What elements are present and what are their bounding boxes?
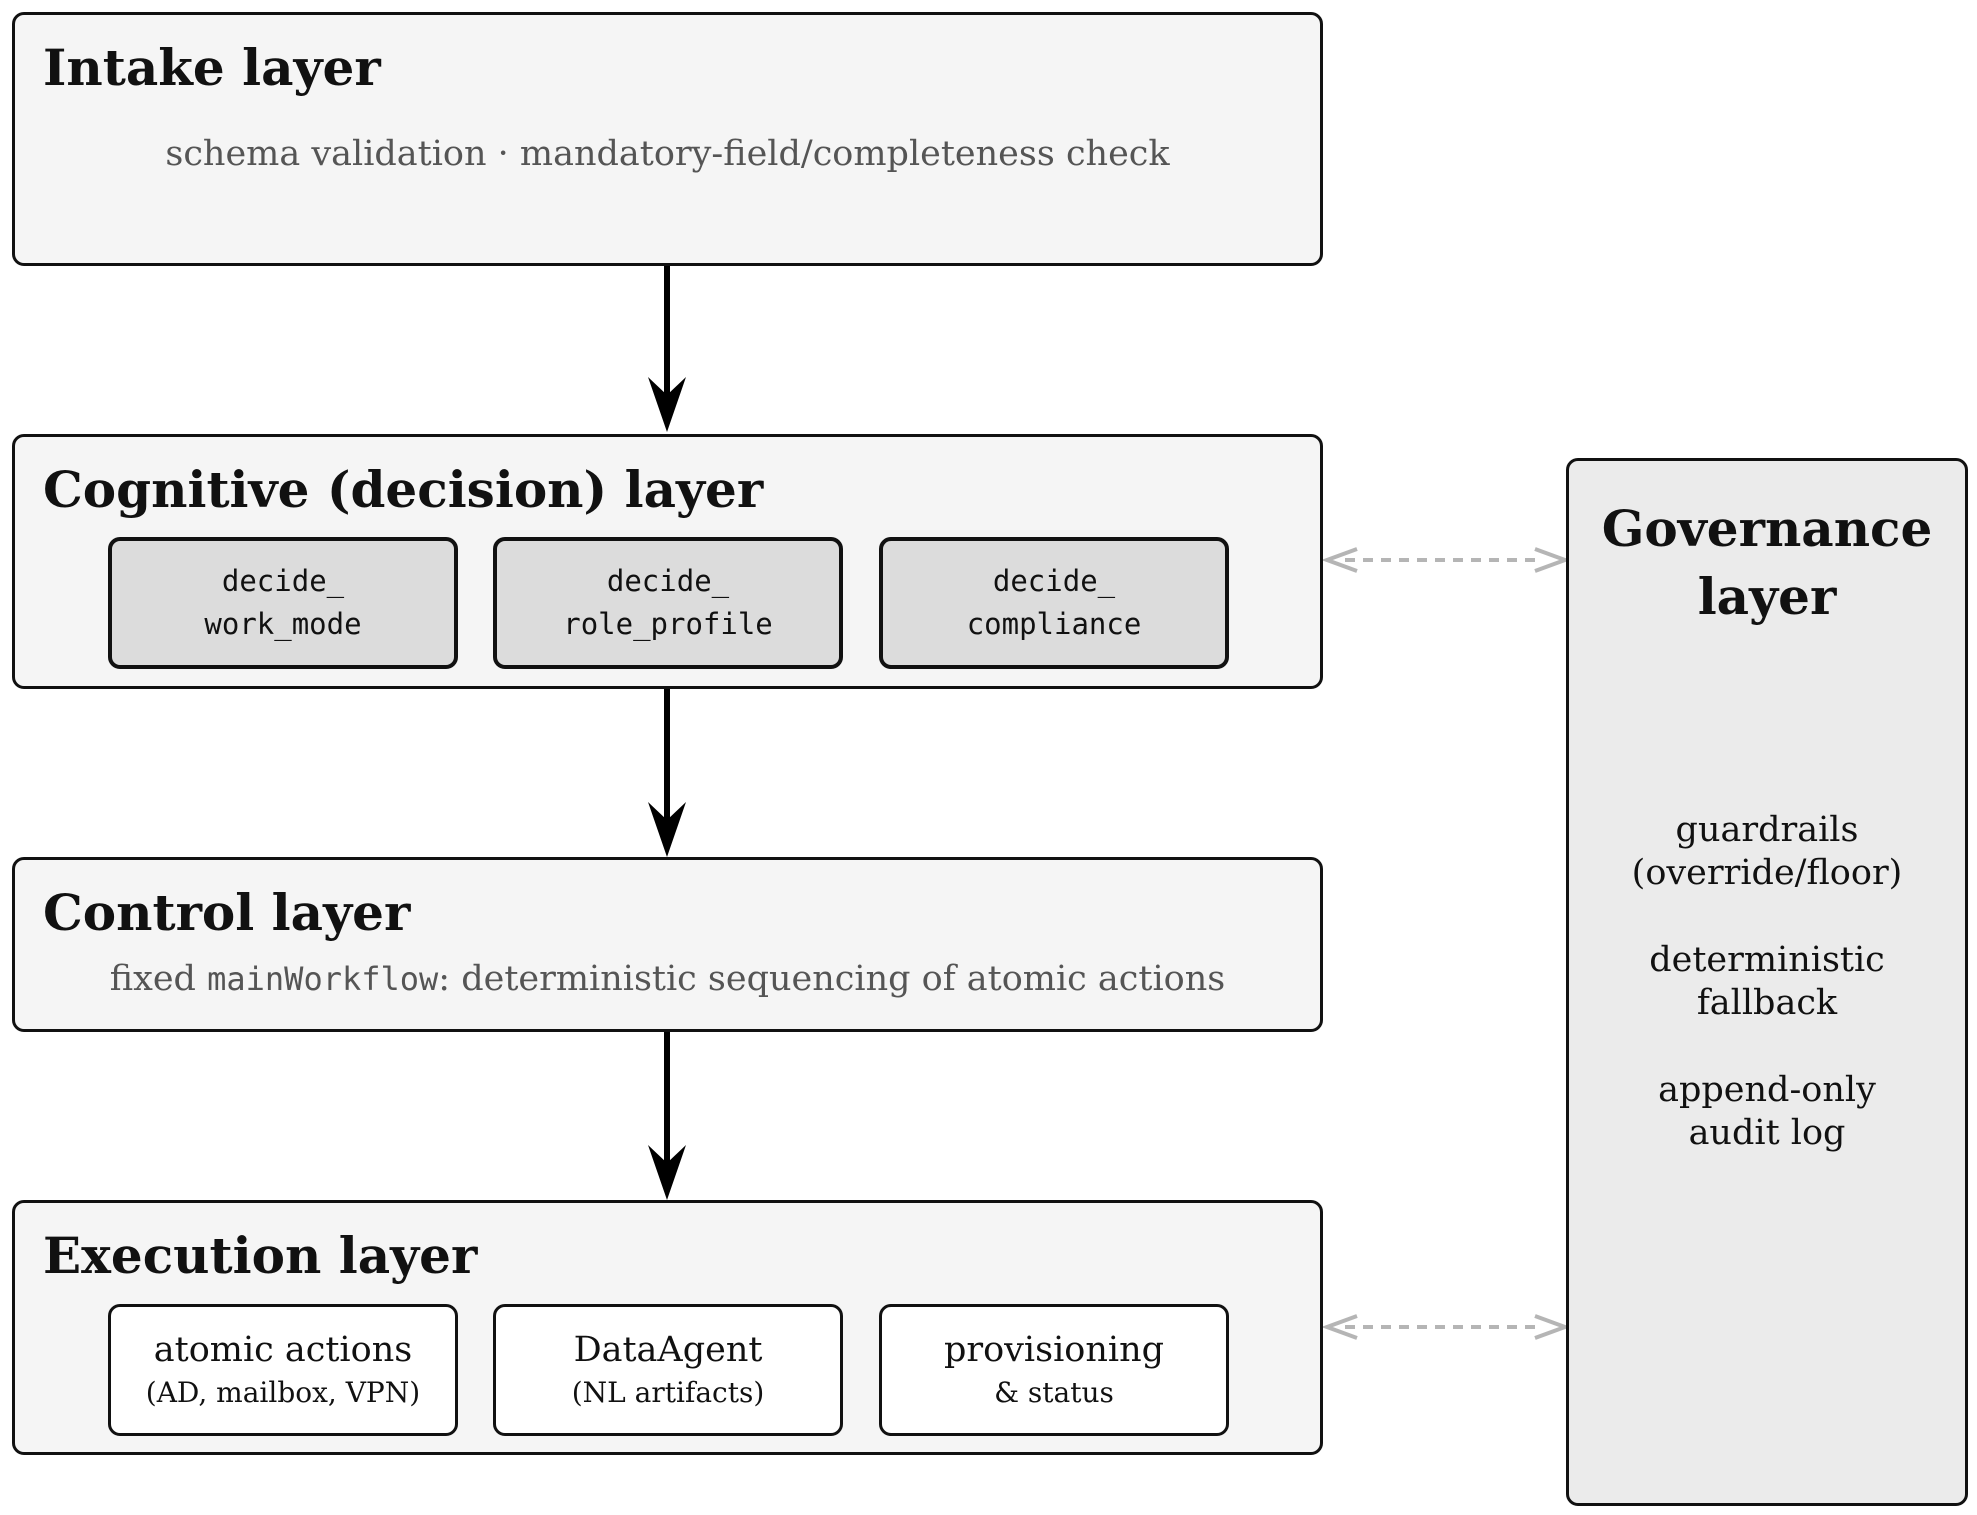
governance-title-line1: Governance: [1601, 499, 1933, 558]
decision-work-mode: decide_ work_mode: [108, 537, 458, 669]
intake-layer: Intake layer schema validation · mandato…: [12, 12, 1323, 266]
governance-items: guardrails (override/floor) deterministi…: [1569, 809, 1965, 1199]
flow-arrow-intake-to-cognitive: [648, 263, 686, 432]
governance-item-line2: audit log: [1688, 1113, 1846, 1153]
decision-label-line1: decide_: [221, 564, 345, 598]
execution-atomic-actions: atomic actions (AD, mailbox, VPN): [108, 1304, 458, 1436]
governance-layer-title: Governance layer: [1569, 495, 1965, 631]
decision-label-line2: role_profile: [563, 607, 773, 641]
governance-link-cognitive: [1321, 547, 1571, 573]
control-layer-subtitle: fixed mainWorkflow: deterministic sequen…: [15, 959, 1320, 999]
governance-item-line2: (override/floor): [1631, 853, 1903, 893]
governance-link-execution: [1321, 1314, 1571, 1340]
intake-layer-title: Intake layer: [43, 38, 381, 97]
governance-item-line2: fallback: [1696, 983, 1838, 1023]
governance-item-guardrails: guardrails (override/floor): [1569, 809, 1965, 895]
decision-label-line1: decide_: [606, 564, 730, 598]
control-subtitle-prefix: fixed: [109, 959, 196, 999]
execution-component-label: provisioning: [943, 1330, 1165, 1370]
control-subtitle-suffix: : deterministic sequencing of atomic act…: [438, 959, 1226, 999]
governance-item-line1: guardrails: [1675, 810, 1859, 850]
decision-label-line2: work_mode: [204, 607, 362, 641]
control-layer: Control layer fixed mainWorkflow: determ…: [12, 857, 1323, 1032]
execution-component-sublabel: & status: [994, 1376, 1114, 1409]
governance-title-line2: layer: [1697, 567, 1837, 626]
governance-layer: Governance layer guardrails (override/fl…: [1566, 458, 1968, 1506]
flow-arrow-control-to-execution: [648, 1030, 686, 1200]
decision-compliance: decide_ compliance: [879, 537, 1229, 669]
cognitive-layer-title: Cognitive (decision) layer: [43, 460, 764, 519]
control-subtitle-code: mainWorkflow: [207, 960, 439, 998]
execution-dataagent: DataAgent (NL artifacts): [493, 1304, 843, 1436]
execution-component-sublabel: (NL artifacts): [571, 1376, 765, 1409]
governance-item-line1: append-only: [1658, 1070, 1876, 1110]
control-layer-title: Control layer: [43, 883, 411, 942]
governance-item-line1: deterministic: [1649, 940, 1885, 980]
decision-label-line1: decide_: [992, 564, 1116, 598]
execution-component-sublabel: (AD, mailbox, VPN): [145, 1376, 421, 1409]
decision-role-profile: decide_ role_profile: [493, 537, 843, 669]
governance-item-fallback: deterministic fallback: [1569, 939, 1965, 1025]
governance-item-audit-log: append-only audit log: [1569, 1069, 1965, 1155]
intake-layer-subtitle: schema validation · mandatory-field/comp…: [165, 134, 1170, 174]
execution-component-label: DataAgent: [573, 1330, 763, 1370]
decision-label-line2: compliance: [966, 607, 1142, 641]
flow-arrow-cognitive-to-control: [648, 688, 686, 857]
execution-layer: Execution layer atomic actions (AD, mail…: [12, 1200, 1323, 1455]
execution-provisioning: provisioning & status: [879, 1304, 1229, 1436]
cognitive-layer: Cognitive (decision) layer decide_ work_…: [12, 434, 1323, 689]
execution-component-label: atomic actions: [153, 1330, 413, 1370]
execution-layer-title: Execution layer: [43, 1226, 478, 1285]
